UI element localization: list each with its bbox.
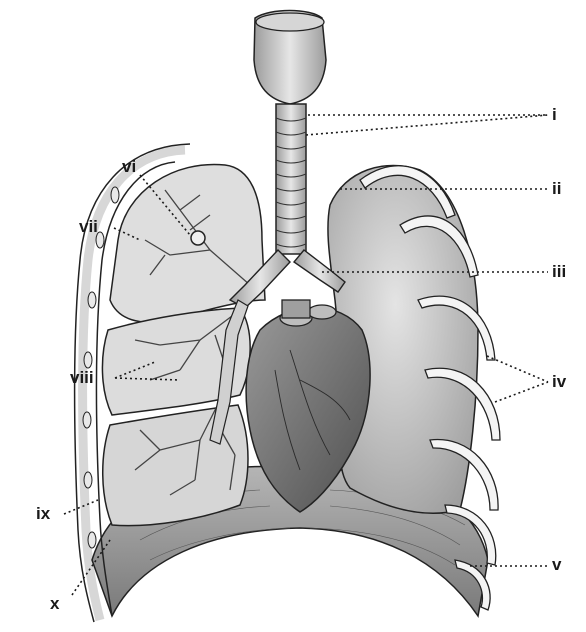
label-ix: ix (36, 505, 50, 522)
bronchus-cross-section (191, 231, 205, 245)
label-viii: viii (70, 369, 94, 386)
label-iv: iv (552, 373, 566, 390)
leader-line-iv-a (487, 356, 548, 382)
label-ii: ii (552, 180, 561, 197)
label-x: x (50, 595, 59, 612)
thyroid-cartilage (256, 13, 324, 31)
label-v: v (552, 556, 561, 573)
leader-line-i-b (306, 115, 548, 135)
label-i: i (552, 106, 557, 123)
label-iii: iii (552, 263, 566, 280)
right-lung-lower-lobe (103, 405, 248, 526)
label-vi: vi (122, 158, 136, 175)
leader-line-iv-b (495, 382, 548, 402)
label-vii: vii (79, 218, 98, 235)
